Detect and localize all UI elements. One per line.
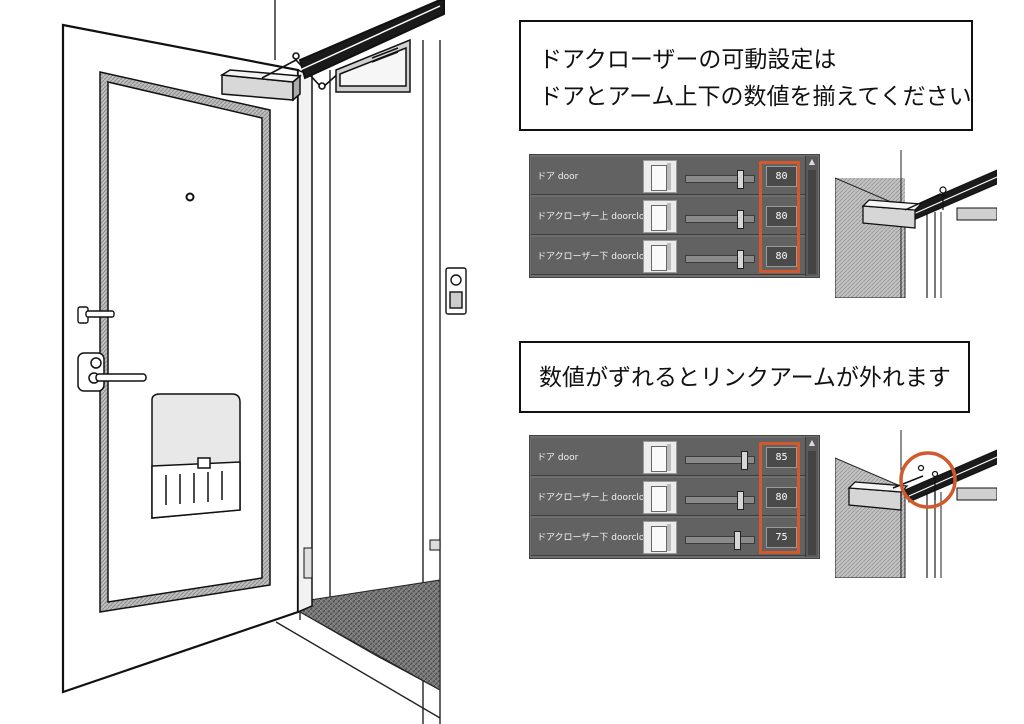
door-leaf-edge: [297, 68, 313, 614]
door-thumbnail-icon: [643, 481, 677, 514]
setting-slider[interactable]: [685, 451, 755, 470]
panel-scrollbar[interactable]: ▲: [805, 156, 818, 276]
setting-label: ドアクローザー上 doorcloser1: [537, 493, 665, 503]
door-thumbnail-icon: [643, 200, 677, 233]
door-thumbnail-icon: [643, 441, 677, 474]
slider-knob[interactable]: [737, 170, 745, 189]
floor-area: [299, 579, 441, 691]
instruction-line-1: ドアクローザーの可動設定は: [539, 47, 837, 73]
settings-panel-mismatched: ドア door 85 ドアクローザー上 doorcloser1 80 ドアクロー…: [529, 435, 820, 559]
mailbox: [151, 393, 241, 519]
setting-label: ドア door: [537, 172, 579, 182]
setting-label: ドアクローザー上 doorcloser1: [537, 212, 665, 222]
slider-knob[interactable]: [740, 451, 748, 470]
detail-arm-attached: [835, 150, 997, 298]
setting-slider[interactable]: [685, 210, 755, 229]
instruction-caption: ドアクローザーの可動設定は ドアとアーム上下の数値を揃えてください: [519, 20, 973, 131]
setting-value-field[interactable]: 75: [766, 527, 797, 548]
setting-value-field[interactable]: 85: [766, 447, 797, 468]
setting-slider[interactable]: [685, 531, 755, 550]
door-handle: [77, 352, 147, 392]
setting-value-field[interactable]: 80: [766, 206, 797, 227]
scroll-up-arrow-icon[interactable]: ▲: [808, 438, 816, 447]
setting-slider[interactable]: [685, 491, 755, 510]
door-closer-body: [219, 69, 302, 102]
door-thumbnail-icon: [643, 240, 677, 273]
intercom: [445, 267, 467, 315]
door-thumbnail-icon: [643, 160, 677, 193]
scroll-up-arrow-icon[interactable]: ▲: [808, 157, 816, 166]
scroll-thumb[interactable]: [808, 451, 816, 555]
scroll-thumb[interactable]: [808, 170, 816, 274]
peephole: [185, 192, 195, 202]
slider-knob[interactable]: [734, 531, 741, 550]
setting-slider[interactable]: [685, 250, 755, 269]
slider-knob[interactable]: [737, 491, 745, 510]
value-highlight-frame: [759, 442, 800, 554]
door-panel-inner: [107, 81, 263, 603]
hinge: [303, 547, 313, 579]
setting-label: ドア door: [537, 453, 579, 463]
setting-value-field[interactable]: 80: [766, 487, 797, 508]
deadbolt: [77, 306, 115, 324]
warning-caption: 数値がずれるとリンクアームが外れます: [519, 341, 970, 413]
slider-knob[interactable]: [737, 210, 745, 229]
value-highlight-frame: [759, 161, 800, 273]
setting-label: ドアクローザー下 doorcloser2: [537, 252, 665, 262]
setting-value-field[interactable]: 80: [766, 246, 797, 267]
setting-slider[interactable]: [685, 170, 755, 189]
detached-joint-highlight: [899, 451, 957, 509]
instruction-line-2: ドアとアーム上下の数値を揃えてください: [539, 84, 972, 110]
door-frame-header: [298, 0, 445, 80]
panel-scrollbar[interactable]: ▲: [805, 437, 818, 557]
closer-bracket: [335, 38, 411, 93]
settings-panel-matched: ドア door 80 ドアクローザー上 doorcloser1 80 ドアクロー…: [529, 154, 820, 278]
detail-arm-detached: [835, 430, 997, 578]
setting-value-field[interactable]: 80: [766, 166, 797, 187]
setting-label: ドアクローザー下 doorcloser2: [537, 533, 665, 543]
door-thumbnail-icon: [643, 521, 677, 554]
wall-bracket: [429, 539, 441, 551]
slider-knob[interactable]: [737, 250, 745, 269]
